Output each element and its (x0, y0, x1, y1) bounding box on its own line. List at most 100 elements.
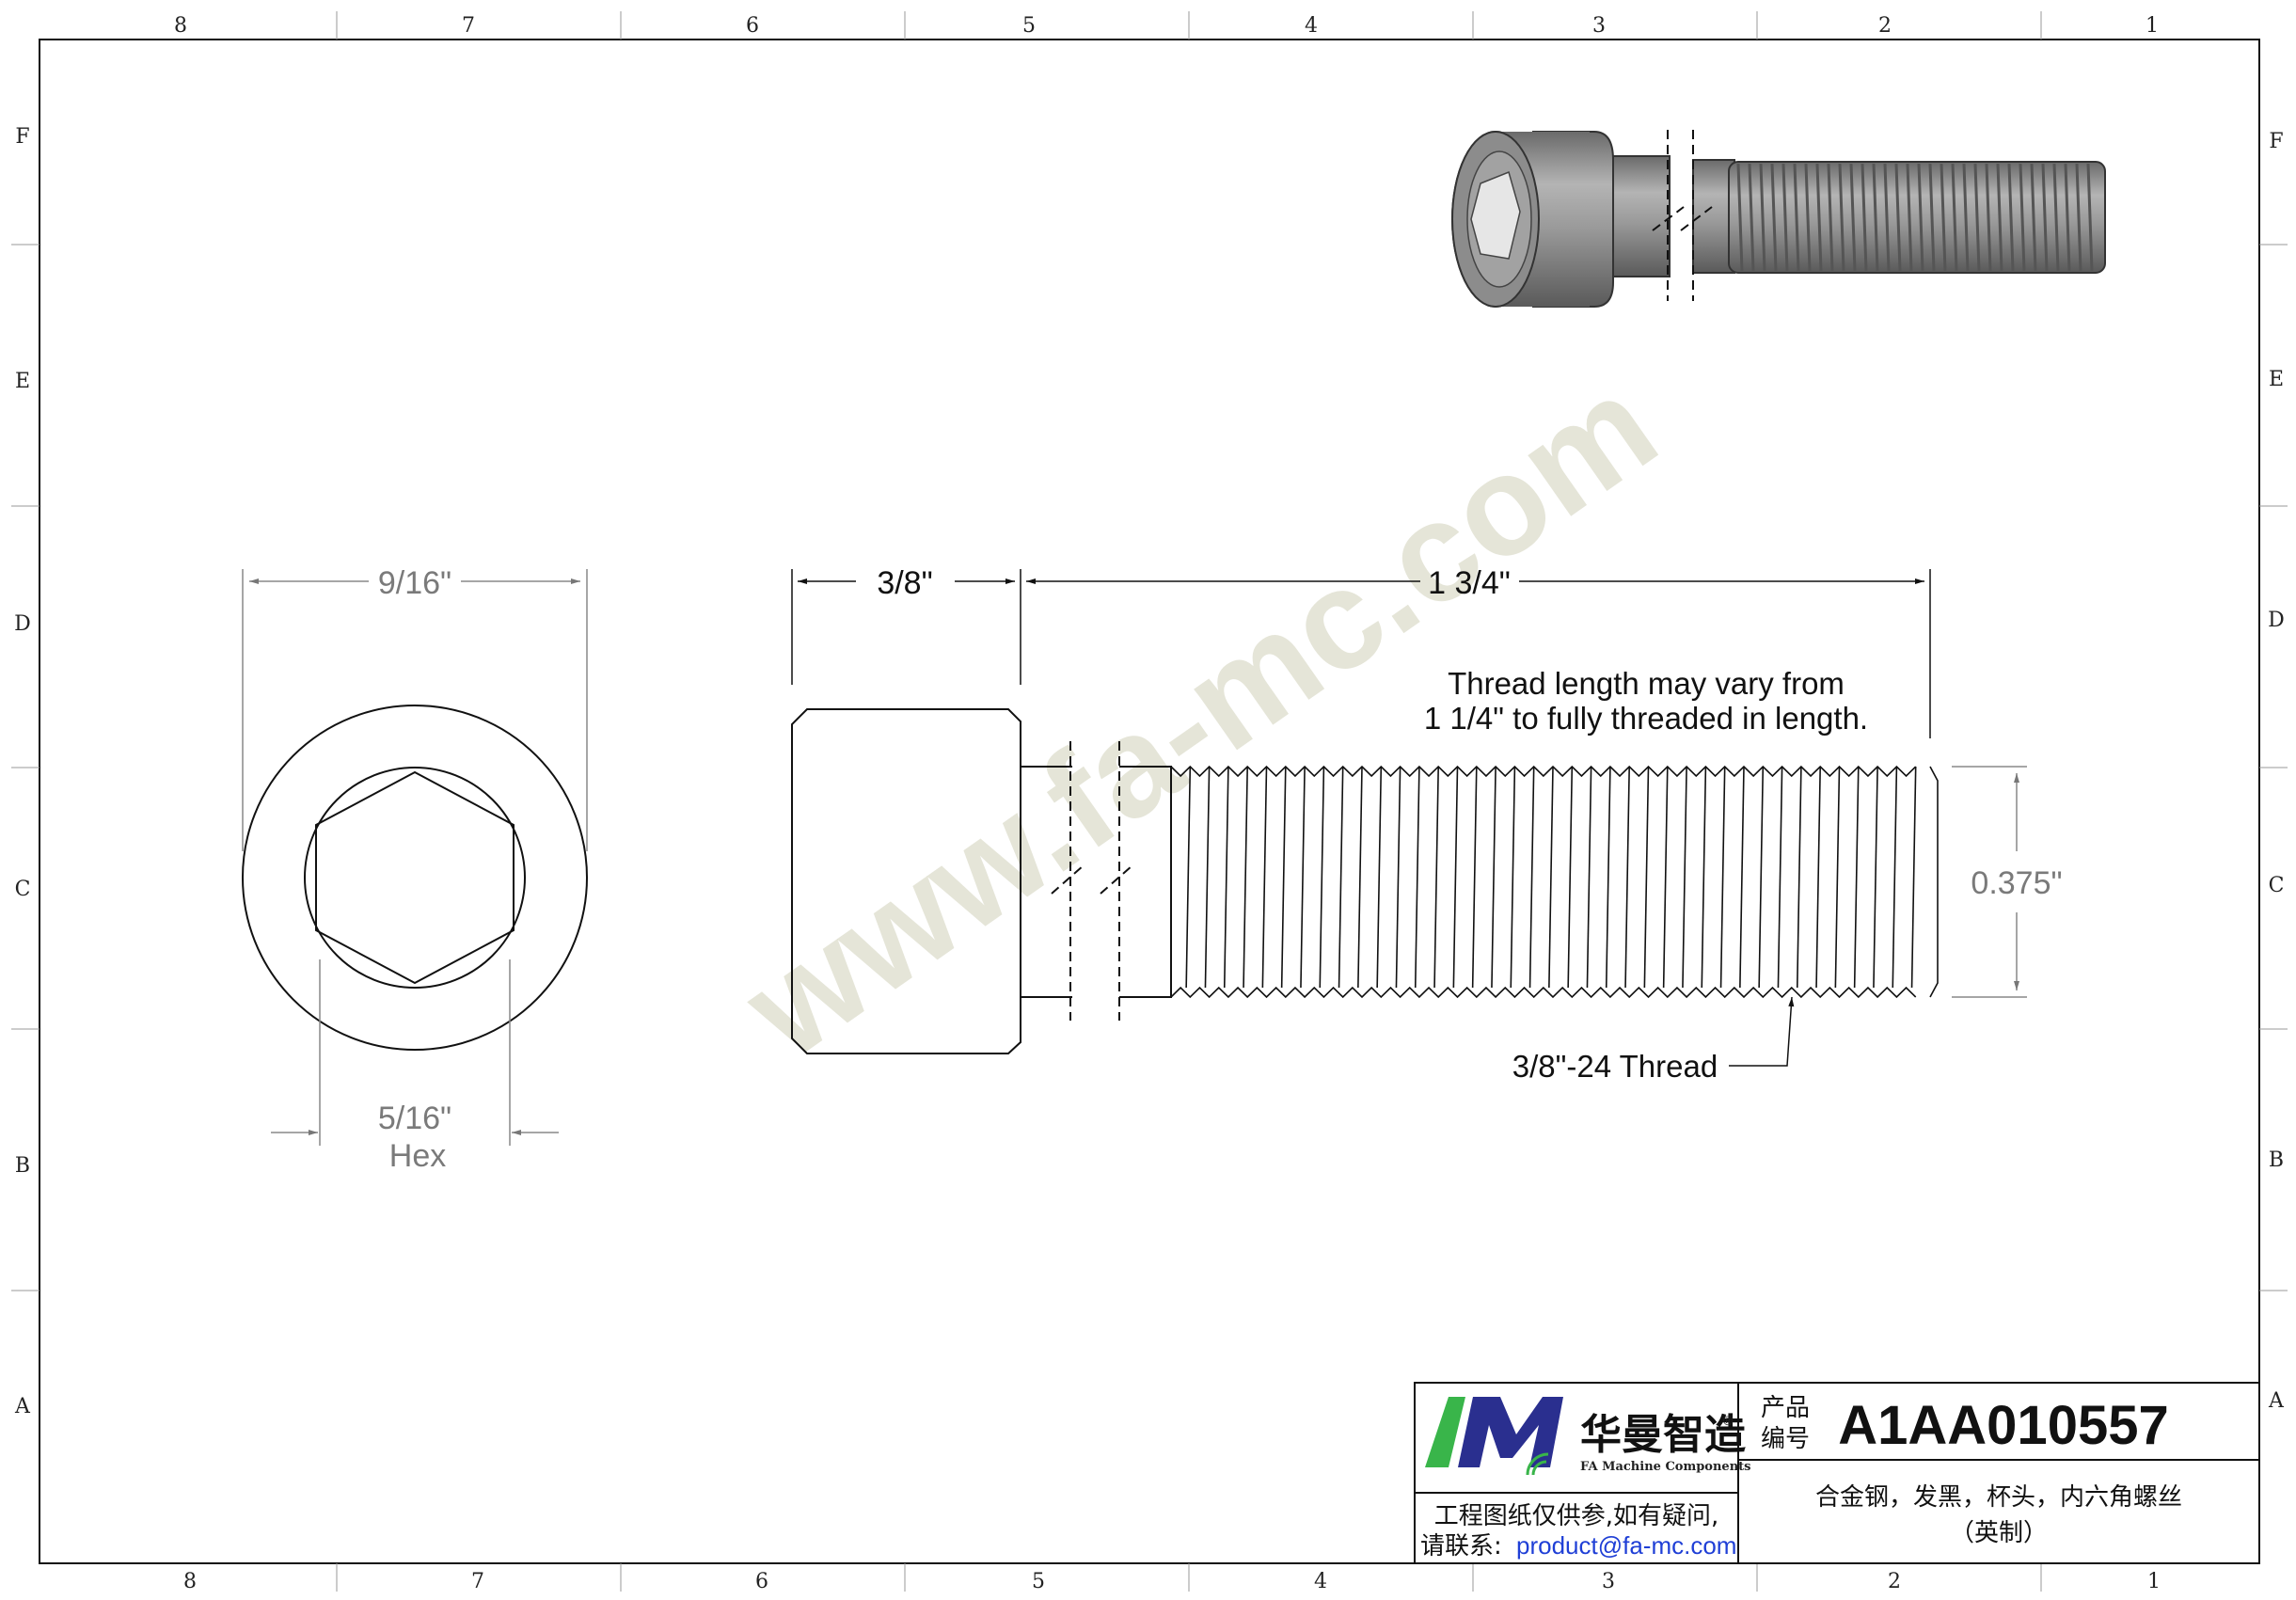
thread-crest-line (1414, 766, 1420, 989)
iso-thread-line (1815, 163, 1823, 272)
sheet-border (11, 11, 2288, 1592)
part-description-suffix: （英制） (1950, 1519, 2048, 1547)
iso-thread-line (1962, 163, 1970, 272)
zone-row-label: F (2269, 130, 2283, 153)
zone-labels-left: F E D C B A (14, 125, 31, 1418)
thread-crest-line (1815, 766, 1821, 989)
thread-crest-line (1510, 766, 1516, 989)
thread-crest-line (1491, 766, 1496, 989)
company-logo: 华曼智造 ® FA Machine Components (1425, 1397, 1750, 1476)
hex-label: Hex (389, 1138, 446, 1174)
zone-labels-top: 8 7 6 5 4 3 2 1 (174, 14, 2159, 38)
thread-crest-line (1567, 766, 1574, 989)
thread-crest-line (1853, 766, 1860, 989)
iso-thread-line (1861, 163, 1868, 272)
zone-row-label: D (2268, 609, 2285, 632)
overall-length-label: 1 3/4" (1428, 565, 1511, 601)
iso-thread-line (2030, 163, 2037, 272)
iso-thread-line (1759, 163, 1766, 272)
thread-crest-line (1719, 766, 1726, 989)
thread-edge (1170, 765, 1917, 778)
iso-thread-line (1872, 163, 1879, 272)
zone-col-label: 4 (1314, 1570, 1327, 1593)
iso-thread-line (1827, 163, 1834, 272)
iso-thread-line (1985, 163, 1992, 272)
logo-mark-m (1458, 1397, 1563, 1467)
zone-col-label: 8 (174, 14, 187, 38)
thread-profile (1170, 765, 1939, 999)
zone-col-label: 8 (183, 1570, 197, 1593)
iso-thread-line (2064, 163, 2071, 272)
zone-col-label: 7 (462, 14, 475, 38)
zone-col-label: 2 (1878, 14, 1892, 38)
zone-col-label: 1 (2147, 1570, 2161, 1593)
zone-col-label: 3 (1602, 1570, 1615, 1593)
head-height-label: 3/8" (877, 565, 932, 601)
zone-row-label: C (2269, 874, 2285, 897)
thread-crest-line (1300, 766, 1306, 989)
zone-col-label: 3 (1592, 14, 1606, 38)
iso-thread-line (1917, 163, 1924, 272)
socket-circle (304, 767, 526, 989)
thread-diameter-label: 0.375" (1971, 865, 2062, 901)
zone-row-label: A (2268, 1389, 2285, 1413)
registered-mark: ® (1723, 1413, 1734, 1428)
thread-crest-line (1892, 766, 1898, 989)
head-profile (791, 708, 1021, 1054)
iso-thread-line (2075, 163, 2082, 272)
thread-callout-label: 3/8"-24 Thread (1512, 1049, 1718, 1084)
iso-thread-line (1906, 163, 1913, 272)
thread-crest-line (1624, 766, 1630, 989)
iso-thread-line (2052, 163, 2060, 272)
thread-note-line1: Thread length may vary from (1448, 666, 1845, 701)
zone-row-label: C (15, 878, 31, 901)
iso-thread-line (1883, 163, 1891, 272)
part-number: A1AA010557 (1838, 1395, 2168, 1456)
iso-thread-line (2007, 163, 2015, 272)
thread-crest-line (1796, 766, 1802, 989)
thread-crest-line (1376, 766, 1383, 989)
iso-thread-line (1894, 163, 1902, 272)
thread-crest-line (1280, 766, 1287, 989)
thread-crest-line (1834, 766, 1841, 989)
logo-english-name: FA Machine Components (1580, 1460, 1750, 1474)
logo-chinese-name: 华曼智造 (1580, 1411, 1746, 1459)
thread-crest-line (1395, 766, 1401, 989)
head-outer-circle (242, 705, 588, 1051)
zone-col-label: 7 (471, 1570, 484, 1593)
iso-thread-line (2041, 163, 2049, 272)
iso-thread-line (1838, 163, 1845, 272)
zone-col-label: 6 (755, 1570, 768, 1593)
iso-thread-line (2086, 163, 2094, 272)
side-view (791, 708, 1939, 1054)
thread-edge (1170, 986, 1917, 999)
iso-thread-line (1736, 163, 1744, 272)
thread-crest-line (1243, 766, 1248, 989)
part-description: 合金钢，发黑，杯头，内六角螺丝 (1815, 1483, 2182, 1512)
zone-labels-bottom: 8 7 6 5 4 3 2 1 (183, 1570, 2161, 1593)
zone-col-label: 2 (1888, 1570, 1901, 1593)
hex-socket (315, 770, 515, 985)
thread-crest-line (1185, 766, 1192, 989)
part-number-label-1: 产品 (1761, 1394, 1810, 1422)
thread-crest-line (1586, 766, 1592, 989)
thread-crest-line (1319, 766, 1325, 989)
thread-crest-line (1662, 766, 1669, 989)
thread-crest-line (1338, 766, 1344, 989)
iso-thread-line (1973, 163, 1981, 272)
zone-col-label: 6 (746, 14, 759, 38)
thread-crest-line (1701, 766, 1707, 989)
iso-thread-line (1849, 163, 1857, 272)
title-block: 华曼智造 ® FA Machine Components 工程图纸仅供参,如有疑… (1414, 1382, 2260, 1564)
iso-thread-line (2019, 163, 2026, 272)
iso-thread-line (1770, 163, 1778, 272)
contact-label: 请联系: (1420, 1532, 1502, 1560)
zone-col-label: 1 (2146, 14, 2159, 38)
zone-row-label: E (2269, 368, 2284, 391)
thread-crest-line (1528, 766, 1535, 989)
thread-crest-line (1433, 766, 1439, 989)
iso-thread-line (1928, 163, 1936, 272)
zone-row-label: F (15, 125, 29, 149)
thread-crest-line (1452, 766, 1459, 989)
zone-row-label: B (2269, 1149, 2284, 1172)
